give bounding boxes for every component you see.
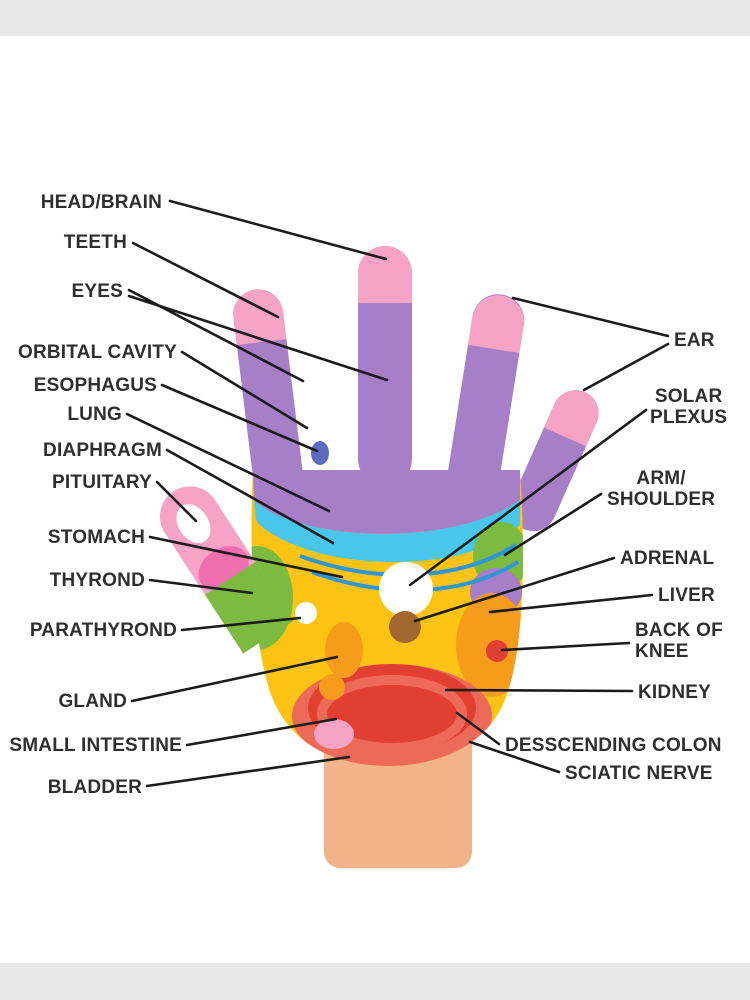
label-head-brain: HEAD/BRAIN xyxy=(40,192,162,213)
zone-pituitary xyxy=(176,504,211,544)
label-thyrond: THYROND xyxy=(49,570,145,591)
zone-sciatic-band xyxy=(317,675,467,753)
leader-arm-shoulder xyxy=(503,492,603,557)
leader-eyes-2 xyxy=(127,294,389,382)
label-kidney: KIDNEY xyxy=(638,682,711,703)
leader-ear-2 xyxy=(582,342,670,392)
finger-middle xyxy=(358,246,412,486)
label-eyes: EYES xyxy=(71,281,123,302)
label-pituitary: PITUITARY xyxy=(52,472,152,493)
label-gland: GLAND xyxy=(58,691,127,712)
label-parathyrond: PARATHYROND xyxy=(29,620,177,641)
leader-orbital-cavity xyxy=(180,350,309,430)
label-sciatic-nerve: SCIATIC NERVE xyxy=(565,763,713,784)
leader-gland xyxy=(130,655,339,703)
label-solar-plexus: SOLAR PLEXUS xyxy=(650,386,728,429)
leader-desscending-colon xyxy=(455,711,501,746)
zone-bladder xyxy=(314,719,354,749)
label-arm-shoulder: ARM/ SHOULDER xyxy=(607,468,716,511)
leader-bladder xyxy=(145,755,351,788)
label-adrenal: ADRENAL xyxy=(620,548,715,569)
zone-knuckle-band xyxy=(253,470,520,534)
label-stomach: STOMACH xyxy=(47,527,145,548)
label-orbital-cavity: ORBITAL CAVITY xyxy=(17,342,177,363)
label-ear: EAR xyxy=(674,330,715,351)
leader-solar-plexus xyxy=(408,408,648,587)
leader-kidney xyxy=(444,688,634,693)
label-liver: LIVER xyxy=(658,585,715,606)
label-teeth: TEETH xyxy=(63,232,127,253)
zone-gland xyxy=(325,622,363,678)
label-small-intestine: SMALL INTESTINE xyxy=(9,735,182,756)
leader-sciatic-nerve xyxy=(468,740,561,774)
leader-parathyrond xyxy=(180,616,302,632)
label-bladder: BLADDER xyxy=(47,777,142,798)
leader-lung xyxy=(125,412,331,513)
leader-liver xyxy=(488,593,654,614)
label-diaphragm: DIAPHRAGM xyxy=(43,440,162,461)
leader-ear-1 xyxy=(511,296,670,338)
zone-adrenal xyxy=(389,611,421,643)
label-desscending-colon: DESSCENDING COLON xyxy=(505,735,722,756)
zone-kidney xyxy=(319,674,345,700)
leader-thyrond xyxy=(148,578,254,595)
leader-small-intestine xyxy=(185,717,338,747)
bottom-frame-bar xyxy=(0,963,750,1000)
finger-ring xyxy=(447,294,525,501)
leader-lines xyxy=(125,199,670,788)
thumb xyxy=(159,486,294,654)
zone-back-of-knee xyxy=(486,640,508,662)
leader-head-brain xyxy=(168,199,388,261)
leader-teeth xyxy=(131,241,280,319)
leader-pituitary xyxy=(155,480,198,523)
leader-esophagus xyxy=(160,383,319,453)
zone-esophagus xyxy=(311,441,329,465)
leader-diaphragm xyxy=(165,448,335,545)
label-esophagus: ESOPHAGUS xyxy=(33,375,157,396)
top-frame-bar xyxy=(0,0,750,36)
zone-parathyroid xyxy=(295,602,317,624)
leader-back-of-knee xyxy=(500,641,631,652)
thumb-green-base xyxy=(205,562,294,654)
label-lung: LUNG xyxy=(67,404,122,425)
zone-lung xyxy=(254,500,520,562)
leader-stomach xyxy=(148,535,344,579)
label-back-of-knee: BACK OF KNEE xyxy=(635,620,723,663)
zone-solar-plexus xyxy=(379,562,433,616)
leader-adrenal xyxy=(413,556,616,623)
